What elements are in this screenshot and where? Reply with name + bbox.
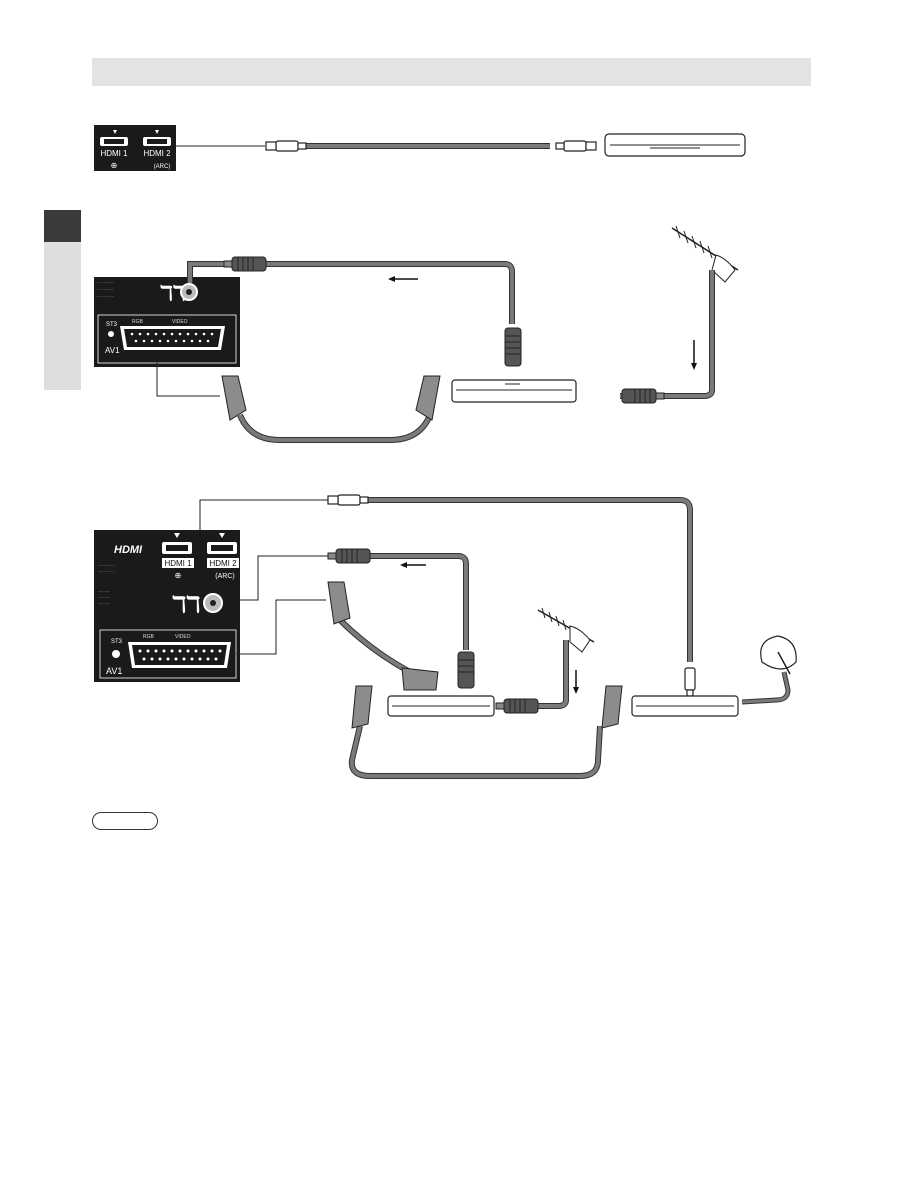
hdmi-logo: HDMI: [114, 544, 143, 556]
set-top-box-device: [631, 695, 739, 717]
signal-arrow-left-2: [400, 562, 426, 568]
rgb-label-2: RGB: [143, 634, 155, 640]
hdmi1-port-label: HDMI 1: [100, 149, 128, 158]
aerial-terminal-icon: ℸℸ: [160, 283, 186, 305]
scart-lead-line-2: [236, 599, 326, 655]
tv-full-panel: HDMI HDMI 1 HDMI 2 ⊕ (ARC) .............…: [94, 530, 240, 682]
hdmi1-input-icon-2: ⊕: [175, 571, 182, 580]
recorder-device-2: [387, 695, 495, 717]
svg-text:...............: ...............: [97, 279, 114, 284]
signal-arrow-down-2: [573, 670, 579, 694]
aerial-antenna-2: [537, 607, 595, 653]
st3-label: ST3: [106, 322, 118, 328]
hdmi1-port-label-2: HDMI 1: [164, 559, 192, 568]
svg-text:...............: ...............: [98, 562, 115, 567]
tv-scart-panel: ............... ............... ........…: [94, 277, 240, 367]
aerial-antenna: [671, 225, 739, 283]
svg-text:...........: ...........: [98, 600, 110, 605]
hdmi1-input-icon: ⊕: [111, 161, 118, 170]
scart-cable-tv-to-recorder: [327, 581, 439, 691]
rgb-label: RGB: [132, 319, 144, 325]
scart-cable: [221, 375, 441, 443]
rf-cable-recorder-to-tv-2: [327, 548, 475, 689]
rf-cable-aerial-to-recorder-2: [495, 640, 569, 714]
section-header-band: [92, 58, 811, 86]
av1-label: AV1: [105, 346, 120, 355]
side-tab-marker: [44, 210, 81, 242]
hdmi2-arc-label: (ARC): [154, 164, 171, 170]
hdmi2-arc-label-2: (ARC): [215, 573, 234, 580]
svg-text:...............: ...............: [98, 568, 115, 573]
hdmi-cable: [265, 140, 597, 152]
st3-label-2: ST3: [111, 639, 123, 645]
hdmi-lead-line-2: [199, 499, 328, 530]
rf-lead-line: [240, 555, 328, 601]
av1-label-2: AV1: [106, 666, 122, 676]
svg-text:...............: ...............: [97, 286, 114, 291]
scart-cable-recorder-to-stb: [348, 685, 623, 779]
hdmi-cable-2: [327, 494, 696, 697]
video-label: VIDEO: [172, 319, 188, 325]
svg-text:...........: ...........: [98, 588, 110, 593]
hdmi2-port-label-2: HDMI 2: [209, 559, 237, 568]
signal-arrow-left: [388, 276, 418, 282]
note-badge: [92, 812, 158, 830]
scart-lead-line: [156, 362, 220, 397]
rf-cable-recorder-to-tv: [187, 256, 522, 367]
tv-hdmi-panel-1: HDMI 1 HDMI 2 ⊕ (ARC): [94, 125, 176, 171]
svg-text:...............: ...............: [97, 293, 114, 298]
video-label-2: VIDEO: [175, 634, 191, 640]
satellite-dish-icon: [741, 635, 797, 705]
recorder-device: [451, 379, 577, 403]
av-recorder-device: [604, 133, 746, 157]
signal-arrow-down: [691, 340, 697, 370]
aerial-terminal-icon-2: ℸℸ: [172, 592, 200, 617]
side-tab-band: [44, 242, 81, 390]
svg-text:...........: ...........: [98, 594, 110, 599]
rf-cable-aerial-to-recorder: [620, 270, 715, 404]
hdmi2-port-label: HDMI 2: [143, 149, 171, 158]
